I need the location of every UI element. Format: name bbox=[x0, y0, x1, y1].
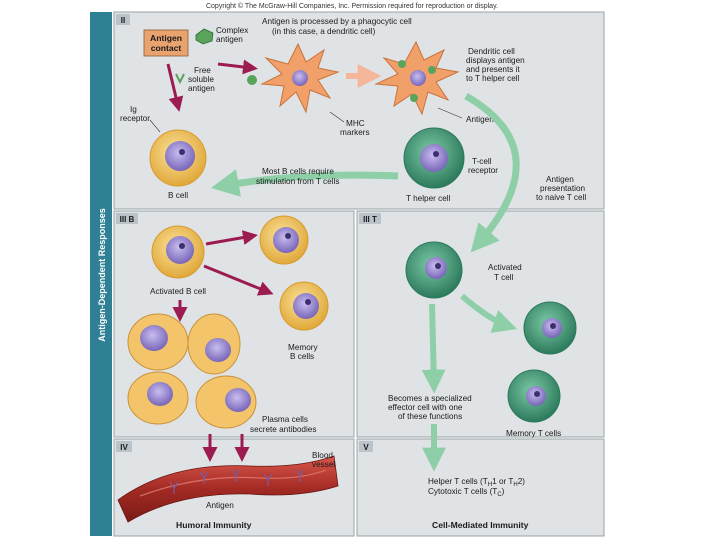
arrow-tcell-to-effector bbox=[421, 303, 446, 394]
presentation-label-2: presentation bbox=[540, 184, 586, 193]
t-cell-activated bbox=[405, 241, 463, 299]
t-helper-label: T helper cell bbox=[406, 194, 451, 203]
blood-vessel-label-2: vessel bbox=[312, 460, 335, 469]
cell-mediated-immunity-title: Cell-Mediated Immunity bbox=[432, 520, 529, 530]
svg-text:III B: III B bbox=[120, 215, 135, 224]
svg-text:V: V bbox=[363, 443, 369, 452]
activated-t-label-2: T cell bbox=[494, 273, 514, 282]
sidebar-title: Antigen-Dependent Responses bbox=[97, 208, 107, 342]
svg-text:III T: III T bbox=[363, 215, 377, 224]
dendritic-label-2: displays antigen bbox=[466, 56, 525, 65]
memory-t-label: Memory T cells bbox=[506, 429, 561, 438]
complex-antigen-label: Complex bbox=[216, 26, 248, 35]
svg-text:IV: IV bbox=[120, 443, 128, 452]
helper-t-line: Helper T cells (TH1 or TH2) bbox=[428, 477, 525, 488]
memory-b-cell-2 bbox=[279, 281, 329, 331]
antigen-bottom-label: Antigen bbox=[206, 501, 234, 510]
b-cell-resting bbox=[149, 129, 207, 187]
dendritic-label-4: to T helper cell bbox=[466, 74, 520, 83]
activated-t-label: Activated bbox=[488, 263, 522, 272]
plasma-cell-1 bbox=[127, 313, 189, 371]
ig-receptor-pointer bbox=[149, 119, 161, 133]
arrow-presentation-to-tcell bbox=[464, 92, 520, 253]
soluble-antigen-icon bbox=[175, 73, 185, 85]
memory-b-cell-1 bbox=[259, 215, 309, 265]
plasma-cell-3 bbox=[127, 371, 189, 425]
t-helper-cell bbox=[403, 127, 465, 189]
becomes-label-2: effector cell with one bbox=[388, 403, 463, 412]
free-soluble-label-2: soluble bbox=[188, 75, 214, 84]
presentation-label: Antigen bbox=[546, 175, 574, 184]
cytotoxic-t-line: Cytotoxic T cells (TC) bbox=[428, 487, 505, 498]
antigen-contact-box: Antigen contact bbox=[143, 29, 189, 57]
memory-t-cell-1 bbox=[523, 301, 577, 355]
activated-b-label: Activated B cell bbox=[150, 287, 206, 296]
plasma-cell-2 bbox=[187, 313, 241, 375]
arrow-thelper-to-bcell bbox=[210, 169, 399, 197]
panel-tag-II: II bbox=[116, 14, 130, 25]
plasma-label-2: secrete antibodies bbox=[250, 425, 316, 434]
ig-receptor-label: Ig bbox=[130, 105, 137, 114]
most-b-label: Most B cells require bbox=[262, 167, 334, 176]
plasma-label: Plasma cells bbox=[262, 415, 308, 424]
panel-tag-V: V bbox=[359, 441, 373, 452]
b-cell-activated bbox=[151, 225, 205, 279]
free-soluble-label: Free bbox=[194, 66, 211, 75]
dendritic-cell-processing bbox=[247, 42, 340, 114]
becomes-label-3: of these functions bbox=[398, 412, 462, 421]
arrow-activated-to-memory-1 bbox=[205, 230, 258, 246]
complex-antigen-icon bbox=[195, 28, 214, 45]
svg-text:Antigen: Antigen bbox=[150, 33, 182, 43]
memory-t-cell-2 bbox=[507, 369, 561, 423]
panel-V bbox=[356, 438, 605, 537]
antigen-pointer bbox=[437, 107, 463, 119]
plasma-cell-4 bbox=[195, 375, 257, 429]
dendritic-cell-presenting bbox=[374, 40, 460, 116]
tcell-receptor-label-2: receptor bbox=[468, 166, 498, 175]
panel-tag-IV: IV bbox=[116, 441, 132, 452]
memory-b-label: Memory bbox=[288, 343, 318, 352]
processed-label-2: (in this case, a dendritic cell) bbox=[272, 27, 376, 36]
complex-antigen-label-2: antigen bbox=[216, 35, 243, 44]
svg-text:II: II bbox=[121, 16, 125, 25]
dendritic-label-3: and presents it bbox=[466, 65, 520, 74]
blood-vessel bbox=[117, 455, 339, 523]
humoral-immunity-title: Humoral Immunity bbox=[176, 520, 252, 530]
dendritic-label: Dendritic cell bbox=[468, 47, 515, 56]
ig-receptor-label-2: receptor bbox=[120, 114, 150, 123]
presentation-label-3: to naive T cell bbox=[536, 193, 586, 202]
antigen-marker-label: Antigen bbox=[466, 115, 494, 124]
copyright-text: Copyright © The McGraw-Hill Companies, I… bbox=[206, 2, 498, 10]
becomes-label: Becomes a specialized bbox=[388, 394, 472, 403]
mhc-label-2: markers bbox=[340, 128, 370, 137]
memory-b-label-2: B cells bbox=[290, 352, 314, 361]
mhc-label: MHC bbox=[346, 119, 365, 128]
svg-text:contact: contact bbox=[151, 43, 182, 53]
arrow-contact-to-dendritic bbox=[217, 59, 258, 75]
sidebar-band bbox=[90, 12, 112, 536]
most-b-label-2: stimulation from T cells bbox=[256, 177, 339, 186]
panel-tag-IIIB: III B bbox=[116, 213, 138, 224]
arrow-contact-to-bcell bbox=[166, 63, 184, 112]
panel-tag-IIIT: III T bbox=[359, 213, 381, 224]
arrow-tcell-to-memory bbox=[460, 293, 518, 333]
free-soluble-label-3: antigen bbox=[188, 84, 215, 93]
antibody-antigen-complexes bbox=[169, 469, 305, 494]
blood-vessel-label: Blood bbox=[312, 451, 333, 460]
tcell-receptor-label: T-cell bbox=[472, 157, 492, 166]
arrow-activated-to-memory-2 bbox=[203, 264, 274, 296]
b-cell-label: B cell bbox=[168, 191, 188, 200]
processed-label: Antigen is processed by a phagocytic cel… bbox=[262, 17, 412, 26]
mhc-pointer bbox=[329, 111, 345, 123]
